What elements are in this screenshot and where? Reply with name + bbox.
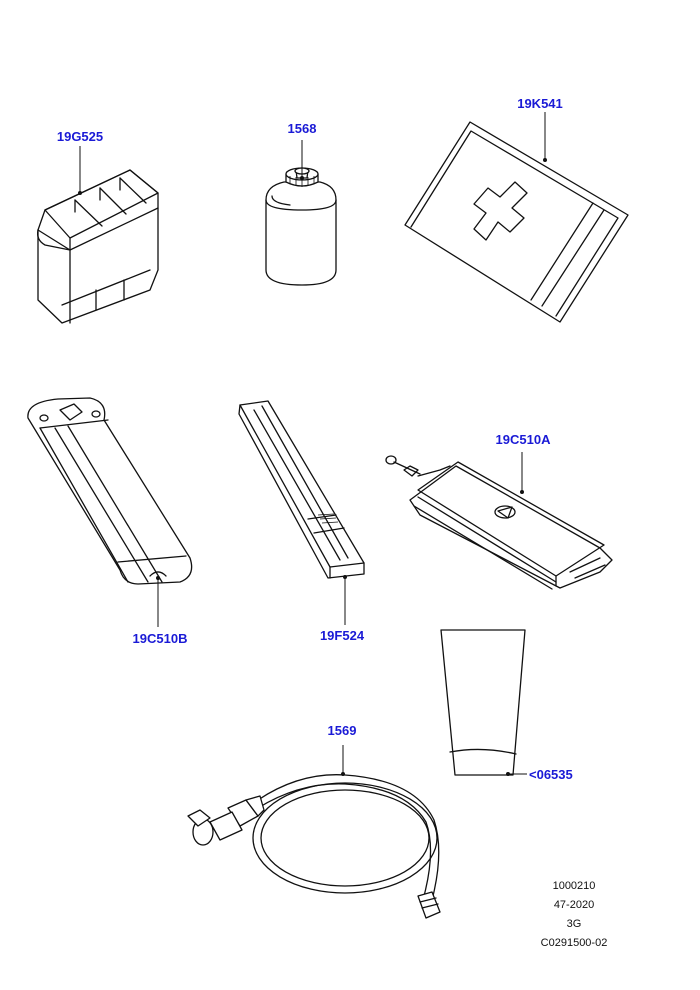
leader-dot: [300, 176, 304, 180]
part-label-19C510B: 19C510B: [133, 631, 188, 646]
part-label-06535: <06535: [529, 767, 573, 782]
leader-dot: [543, 158, 547, 162]
leader-dot: [506, 772, 510, 776]
leader-dot: [520, 490, 524, 494]
first-aid-cross-icon: [404, 121, 629, 323]
leader-dot: [341, 772, 345, 776]
reference-line-3: 3G: [566, 918, 582, 930]
bottle-icon: [265, 167, 337, 286]
flat-case-icon: [27, 397, 193, 585]
part-label-1568: 1568: [288, 121, 317, 136]
tube-icon: [440, 629, 526, 776]
part-label-19G525: 19G525: [57, 129, 103, 144]
pouch-icon: [385, 455, 613, 590]
reference-block: 1000210 47-2020 3G C0291500-02: [514, 877, 634, 953]
leader-dot: [156, 576, 160, 580]
part-label-19C510A: 19C510A: [496, 432, 552, 447]
leader-dot: [78, 191, 82, 195]
hard-case-icon: [37, 169, 159, 324]
leader-dot: [343, 575, 347, 579]
part-label-19K541: 19K541: [517, 96, 563, 111]
part-label-1569: 1569: [328, 723, 357, 738]
reference-line-2: 47-2020: [553, 899, 595, 911]
hose-icon: [187, 774, 441, 919]
part-label-19F524: 19F524: [320, 628, 365, 643]
light-stick-icon: [238, 400, 365, 579]
reference-line-4: C0291500-02: [540, 937, 608, 949]
reference-line-1: 1000210: [552, 880, 596, 892]
